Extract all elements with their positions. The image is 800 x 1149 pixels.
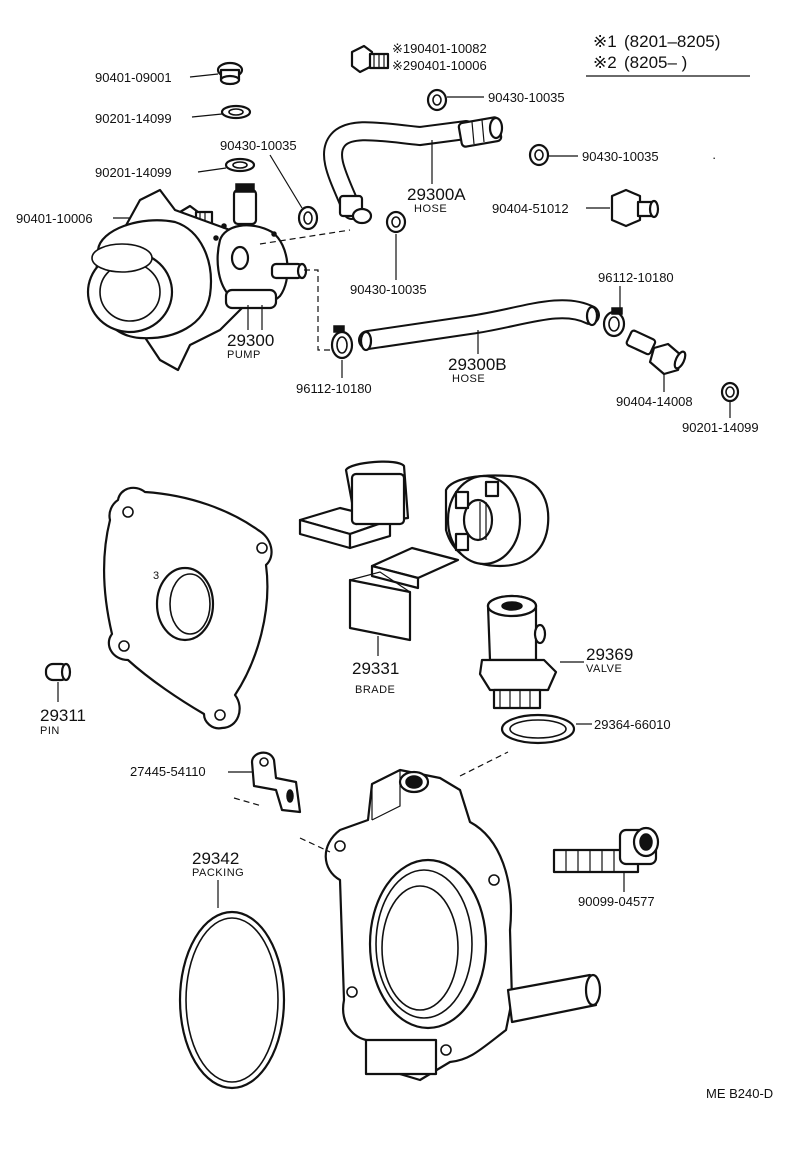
label-90201-14099-c: 90201-14099 <box>682 420 759 435</box>
plug-icon <box>216 61 244 86</box>
label-29342: 29342 <box>192 849 239 868</box>
legend-row2-mark: ※2 <box>593 53 617 72</box>
label-29369: 29369 <box>586 645 633 664</box>
bolt-icon <box>350 44 390 74</box>
union-fitting-icon <box>610 188 660 228</box>
legend-row1-mark: ※1 <box>593 32 617 51</box>
clamp-icon <box>602 307 626 338</box>
valve-icon <box>478 594 558 710</box>
label-27445-54110: 27445-54110 <box>130 764 206 779</box>
label-90401-10006: 90401-10006 <box>16 211 93 226</box>
plate-mark: 3 <box>153 570 160 582</box>
label-90404-14008: 90404-14008 <box>616 394 693 409</box>
hose-b-icon <box>358 299 600 352</box>
legend-row1-range: (8201–8205) <box>624 32 720 51</box>
label-90430-10035-b: 90430-10035 <box>488 90 565 105</box>
label-96112-10180-b: 96112-10180 <box>598 270 674 285</box>
label-29300A-name: HOSE <box>414 203 447 215</box>
label-90099-04577: 90099-04577 <box>578 894 655 909</box>
label-29364-66010: 29364-66010 <box>594 717 671 732</box>
label-90401-10006-alt: ※290401-10006 <box>392 58 487 73</box>
label-29300: 29300 <box>227 331 274 350</box>
label-29369-name: VALVE <box>586 663 622 675</box>
label-90201-14099-a: 90201-14099 <box>95 111 172 126</box>
label-90430-10035-a: 90430-10035 <box>220 138 297 153</box>
pump-housing-icon <box>324 768 602 1082</box>
clamp-icon <box>330 325 354 360</box>
label-90430-10035-d: 90430-10035 <box>350 282 427 297</box>
label-29331: 29331 <box>352 659 399 678</box>
label-96112-10180-a: 96112-10180 <box>296 381 372 396</box>
legend-row2-range: (8205– ) <box>624 53 687 72</box>
label-90401-10082: ※190401-10082 <box>392 41 487 56</box>
label-29300B-name: HOSE <box>452 373 485 385</box>
label-29311: 29311 <box>40 706 86 725</box>
vane-blade-icon <box>298 460 410 550</box>
svg-text:·: · <box>712 150 716 165</box>
label-29342-name: PACKING <box>192 867 244 879</box>
footer-code: ME B240-D <box>706 1086 773 1101</box>
union-fitting-icon <box>625 329 687 376</box>
packing-ring-icon <box>178 910 286 1090</box>
label-29300B: 29300B <box>448 355 507 374</box>
bracket-icon <box>250 751 302 814</box>
vane-blade-icon <box>348 546 460 642</box>
label-90404-51012: 90404-51012 <box>492 201 569 216</box>
label-29331-name: BRADE <box>355 684 395 696</box>
label-29300A: 29300A <box>407 185 466 204</box>
hose-a-icon <box>323 116 504 225</box>
bolt-icon <box>552 826 660 874</box>
legend: ※1 (8201–8205) ※2 (8205– ) <box>586 32 750 77</box>
rotor-icon <box>444 474 550 568</box>
label-90430-10035-c: 90430-10035 <box>582 149 659 164</box>
label-90201-14099-b: 90201-14099 <box>95 165 172 180</box>
pin-icon <box>44 662 72 682</box>
label-29300-name: PUMP <box>227 349 261 361</box>
pump-cover-plate-icon <box>103 486 273 730</box>
label-29311-name: PIN <box>40 725 60 737</box>
vacuum-pump-icon <box>86 183 308 372</box>
label-90401-09001: 90401-09001 <box>95 70 172 85</box>
